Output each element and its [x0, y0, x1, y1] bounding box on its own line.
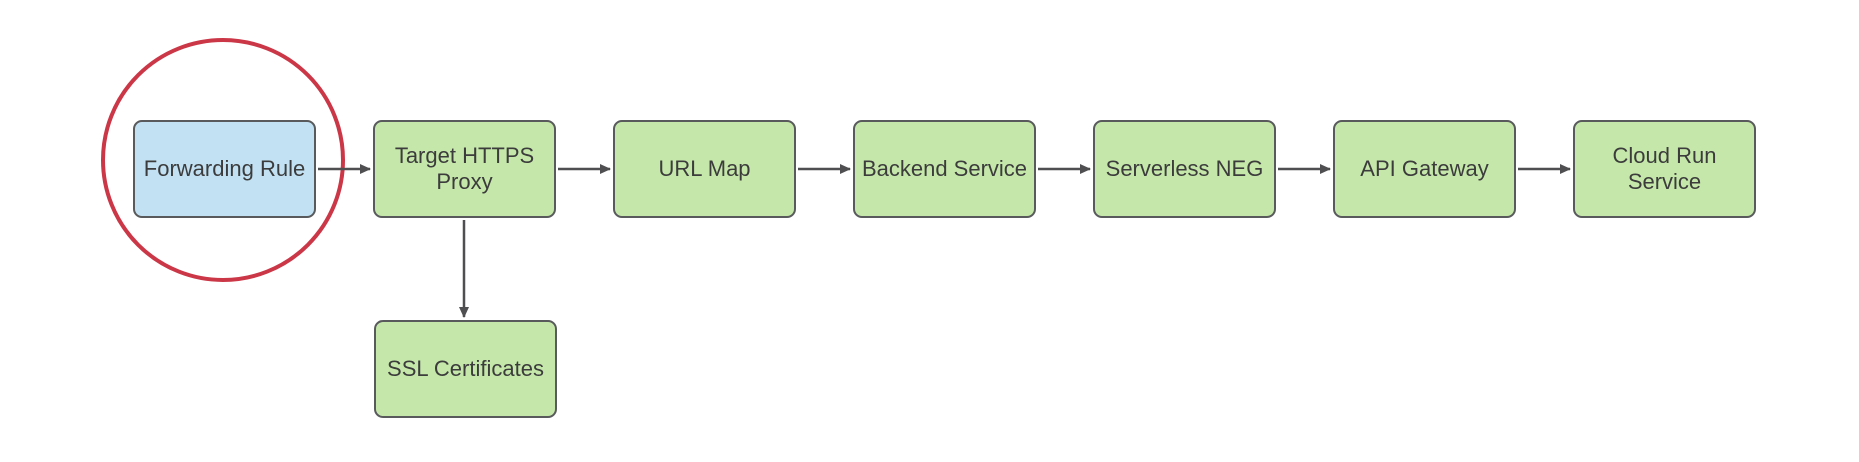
node-label: SSL Certificates: [387, 355, 544, 381]
node-label: Serverless NEG: [1105, 155, 1264, 181]
node-label: Target HTTPS Proxy: [394, 142, 535, 194]
node-url-map: URL Map: [613, 120, 796, 218]
node-label: URL Map: [658, 155, 751, 181]
node-target-https-proxy: Target HTTPS Proxy: [373, 120, 556, 218]
node-serverless-neg: Serverless NEG: [1093, 120, 1276, 218]
node-api-gateway: API Gateway: [1333, 120, 1516, 218]
node-backend-service: Backend Service: [853, 120, 1036, 218]
node-label: Backend Service: [861, 155, 1028, 181]
node-label: Cloud Run Service: [1612, 142, 1717, 194]
node-cloud-run-service: Cloud Run Service: [1573, 120, 1756, 218]
node-label: Forwarding Rule: [143, 155, 306, 181]
node-ssl-certificates: SSL Certificates: [374, 320, 557, 418]
node-forwarding-rule: Forwarding Rule: [133, 120, 316, 218]
node-label: API Gateway: [1360, 155, 1489, 181]
